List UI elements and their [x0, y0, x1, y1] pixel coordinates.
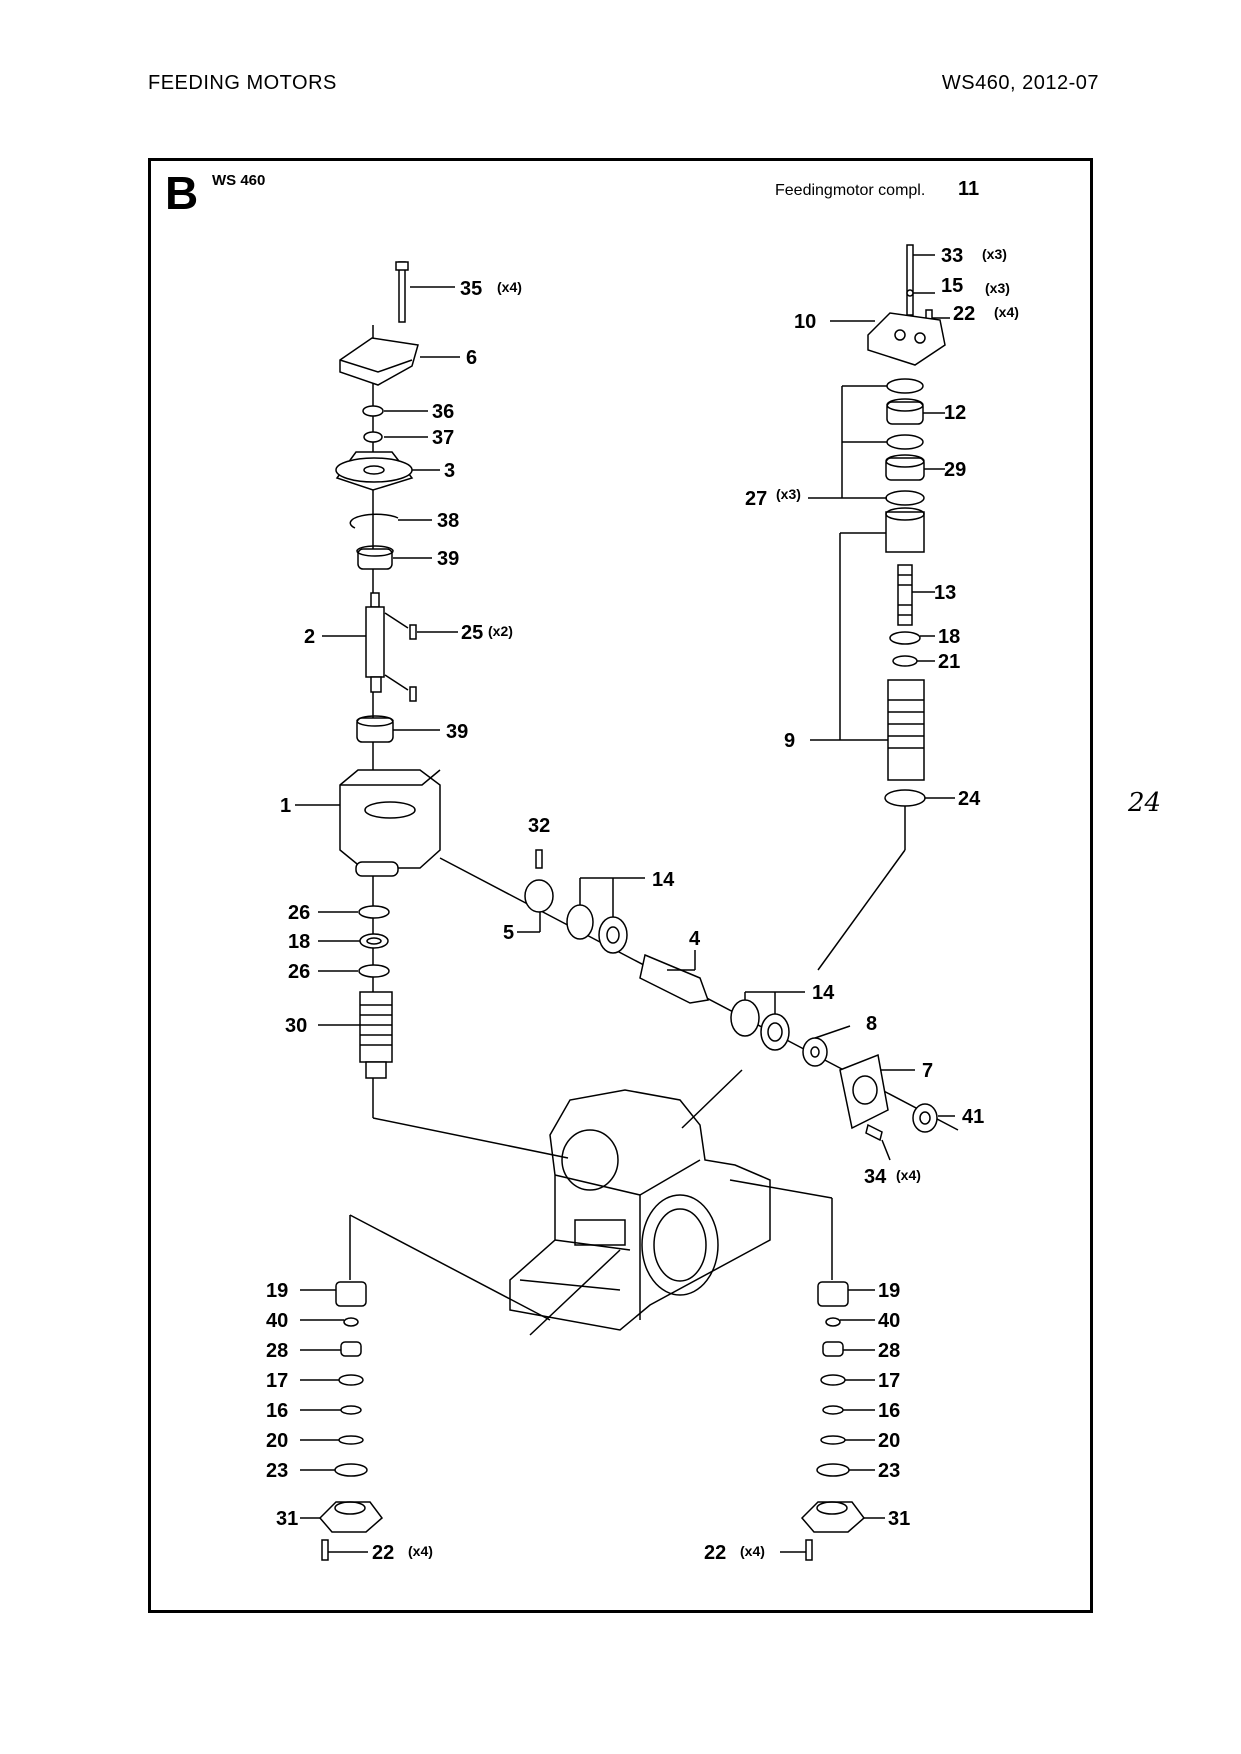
- part-label-40-right: 40: [878, 1310, 900, 1332]
- part-label-22-top: 22: [953, 303, 975, 325]
- part-label-10: 10: [794, 311, 816, 333]
- part-qty-15: (x3): [985, 280, 1010, 296]
- page-header-title: FEEDING MOTORS: [148, 72, 337, 94]
- part-label-36: 36: [432, 401, 454, 423]
- part-qty-34: (x4): [896, 1167, 921, 1183]
- part-label-22-left: 22: [372, 1542, 394, 1564]
- part-label-23-right: 23: [878, 1460, 900, 1482]
- part-label-19-left: 19: [266, 1280, 288, 1302]
- part-qty-27: (x3): [776, 486, 801, 502]
- part-labels: 35 (x4) 6 36 37 3 38 39 2 25 (x2) 39 1 2…: [266, 245, 1019, 1564]
- part-qty-25: (x2): [488, 623, 513, 639]
- page-number: 24: [1128, 788, 1162, 818]
- part-label-22-right: 22: [704, 1542, 726, 1564]
- part-label-39b: 39: [446, 721, 468, 743]
- part-label-2: 2: [304, 626, 315, 648]
- part-label-26: 26: [288, 902, 310, 924]
- part-label-20-left: 20: [266, 1430, 288, 1452]
- part-label-35: 35: [460, 278, 482, 300]
- part-label-16-right: 16: [878, 1400, 900, 1422]
- part-label-39: 39: [437, 548, 459, 570]
- part-label-13: 13: [934, 582, 956, 604]
- part-label-41: 41: [962, 1106, 984, 1128]
- part-label-18: 18: [288, 931, 310, 953]
- assembly-number: 11: [958, 178, 980, 200]
- part-label-1: 1: [280, 795, 291, 817]
- part-label-18-right: 18: [938, 626, 960, 648]
- part-label-19-right: 19: [878, 1280, 900, 1302]
- part-label-9: 9: [784, 730, 795, 752]
- part-label-8: 8: [866, 1013, 877, 1035]
- left-shaft-assembly: [335, 261, 441, 1079]
- part-qty-22-left: (x4): [408, 1543, 433, 1559]
- part-label-15: 15: [941, 275, 963, 297]
- model-name: WS 460: [212, 172, 266, 189]
- assembly-label: Feedingmotor compl.: [775, 182, 926, 199]
- bottom-left-assembly: [318, 1281, 384, 1561]
- part-label-17-right: 17: [878, 1370, 900, 1392]
- section-letter: B: [165, 167, 199, 219]
- part-label-28-right: 28: [878, 1340, 900, 1362]
- part-label-21: 21: [938, 651, 960, 673]
- part-label-24: 24: [958, 788, 981, 810]
- cross-shaft-assembly: [439, 849, 959, 1142]
- part-label-14b: 14: [812, 982, 835, 1004]
- right-motor-assembly: [817, 244, 946, 971]
- part-label-3: 3: [444, 460, 455, 482]
- diagram-frame: [148, 158, 1093, 1613]
- part-label-29: 29: [944, 459, 966, 481]
- part-label-16-left: 16: [266, 1400, 288, 1422]
- part-label-20-right: 20: [878, 1430, 900, 1452]
- part-label-4: 4: [689, 928, 701, 950]
- part-label-38: 38: [437, 510, 459, 532]
- part-label-37: 37: [432, 427, 454, 449]
- part-label-23-left: 23: [266, 1460, 288, 1482]
- part-qty-22-top: (x4): [994, 304, 1019, 320]
- part-label-30: 30: [285, 1015, 307, 1037]
- part-label-34: 34: [864, 1166, 887, 1188]
- part-label-12: 12: [944, 402, 966, 424]
- page-header-model-date: WS460, 2012-07: [941, 72, 1099, 94]
- part-label-33: 33: [941, 245, 963, 267]
- part-label-25: 25: [461, 622, 483, 644]
- part-qty-22-right: (x4): [740, 1543, 765, 1559]
- part-label-27: 27: [745, 488, 767, 510]
- main-housing: [509, 1089, 771, 1331]
- part-label-17-left: 17: [266, 1370, 288, 1392]
- bottom-right-assembly: [800, 1281, 866, 1561]
- part-label-5: 5: [503, 922, 514, 944]
- part-label-32: 32: [528, 815, 550, 837]
- part-qty-33: (x3): [982, 246, 1007, 262]
- part-label-6: 6: [466, 347, 477, 369]
- part-label-14: 14: [652, 869, 675, 891]
- part-label-7: 7: [922, 1060, 933, 1082]
- part-label-31-right: 31: [888, 1508, 910, 1530]
- part-qty-35: (x4): [497, 279, 522, 295]
- part-label-40-left: 40: [266, 1310, 288, 1332]
- part-label-28-left: 28: [266, 1340, 288, 1362]
- part-label-31-left: 31: [276, 1508, 298, 1530]
- part-label-26b: 26: [288, 961, 310, 983]
